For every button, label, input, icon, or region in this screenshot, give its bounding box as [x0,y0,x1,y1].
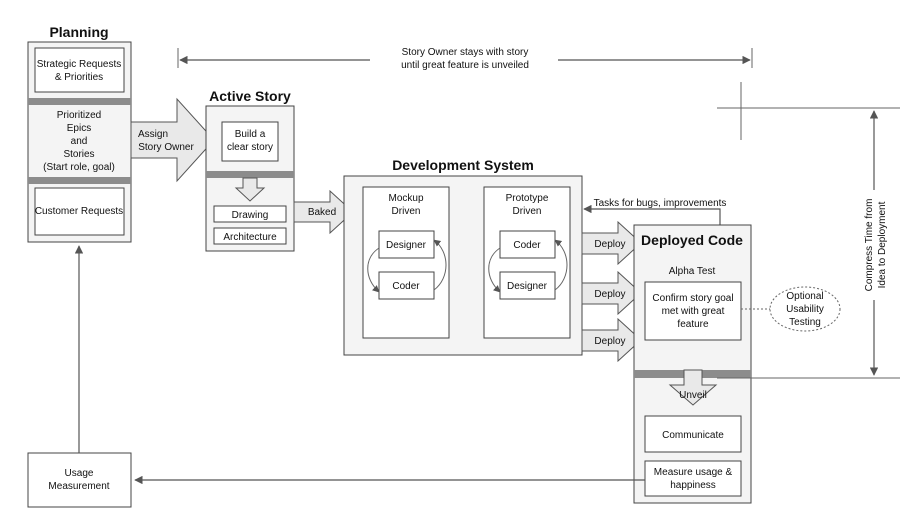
mockup-coder-box [378,271,435,300]
compress-line-2: Idea to Deployment [877,201,888,288]
prototype-coder-box [499,230,556,259]
deployed-code-panel [633,224,752,504]
tasks-feedback-arrow [583,204,721,225]
dev-system-title: Development System [392,157,534,173]
prioritized-line-1: Prioritized [57,110,101,121]
prototype-column [483,186,571,339]
prototype-cycle-left [488,247,501,293]
unveil-arrow [668,369,718,406]
usage-line-1: Usage [65,468,94,479]
confirm-line-3: feature [677,319,709,330]
mockup-column [362,186,450,339]
measure-line-2: happiness [670,480,716,491]
build-line-1: Build a [235,129,266,140]
planning-title: Planning [49,24,108,40]
drawing-label: Drawing [232,210,269,221]
measure-line-1: Measure usage & [654,467,733,478]
deploy-label-2: Deploy [594,289,625,300]
deploy-arrow-1 [581,220,642,266]
prototype-line-2: Driven [513,206,542,217]
mockup-cycle-right [433,239,447,291]
measure-usage-box [644,460,742,497]
build-line-2: clear story [227,142,273,153]
customer-requests-box [34,187,125,236]
prototype-cycle-right [554,239,568,291]
usage-measurement-box [27,452,132,508]
planning-separator-2 [28,177,131,184]
optional-testing-ellipse [769,286,841,332]
communicate-box [644,415,742,453]
baked-arrow [293,189,354,235]
prototype-designer-box [499,271,556,300]
deploy-arrow-3 [581,317,642,363]
active-down-arrow [234,177,266,202]
mockup-cycle-left [367,247,380,293]
deploy-arrow-2 [581,270,642,316]
deploy-label-1: Deploy [594,239,625,250]
customer-requests-label: Customer Requests [35,206,123,217]
strategic-line-1: Strategic Requests [37,59,122,70]
architecture-label: Architecture [223,232,277,243]
active-story-title: Active Story [209,88,291,104]
planning-separator-1 [28,98,131,105]
prioritized-line-2: Epics [67,123,91,134]
communicate-label: Communicate [662,430,724,441]
prioritized-line-4: Stories [63,149,94,160]
strategic-line-2: & Priorities [55,72,103,83]
mockup-designer-box [378,230,435,259]
story-owner-line-2: until great feature is unveiled [401,60,529,71]
architecture-box [213,227,287,245]
prioritized-line-3: and [71,136,88,147]
optional-line-1: Optional [786,291,823,302]
deploy-label-3: Deploy [594,336,625,347]
tasks-label: Tasks for bugs, improvements [594,198,727,209]
active-story-separator [206,171,294,178]
compress-line-1: Compress Time from [864,199,875,292]
confirm-line-2: met with great [662,306,725,317]
drawing-box [213,205,287,223]
confirm-story-box [644,281,742,341]
confirm-line-1: Confirm story goal [652,293,733,304]
build-story-box [221,121,279,162]
assign-line-1: Assign [138,129,168,140]
mockup-line-2: Driven [392,206,421,217]
prototype-line-1: Prototype [506,193,549,204]
alpha-test-label: Alpha Test [669,266,716,277]
mockup-designer-label: Designer [386,240,427,251]
deployed-code-title: Deployed Code [641,232,743,248]
usage-line-2: Measurement [48,481,109,492]
optional-line-2: Usability [786,304,824,315]
prototype-coder-label: Coder [513,240,541,251]
optional-line-3: Testing [789,317,821,328]
prioritized-line-5: (Start role, goal) [43,162,115,173]
mockup-coder-label: Coder [392,281,420,292]
mockup-line-1: Mockup [388,193,423,204]
baked-label: Baked [308,207,336,218]
story-owner-line-1: Story Owner stays with story [402,47,529,58]
assign-line-2: Story Owner [138,142,194,153]
unveil-label: Unveil [679,390,707,401]
assign-arrow [130,97,215,183]
prototype-designer-label: Designer [507,281,548,292]
strategic-requests-box [34,47,125,93]
